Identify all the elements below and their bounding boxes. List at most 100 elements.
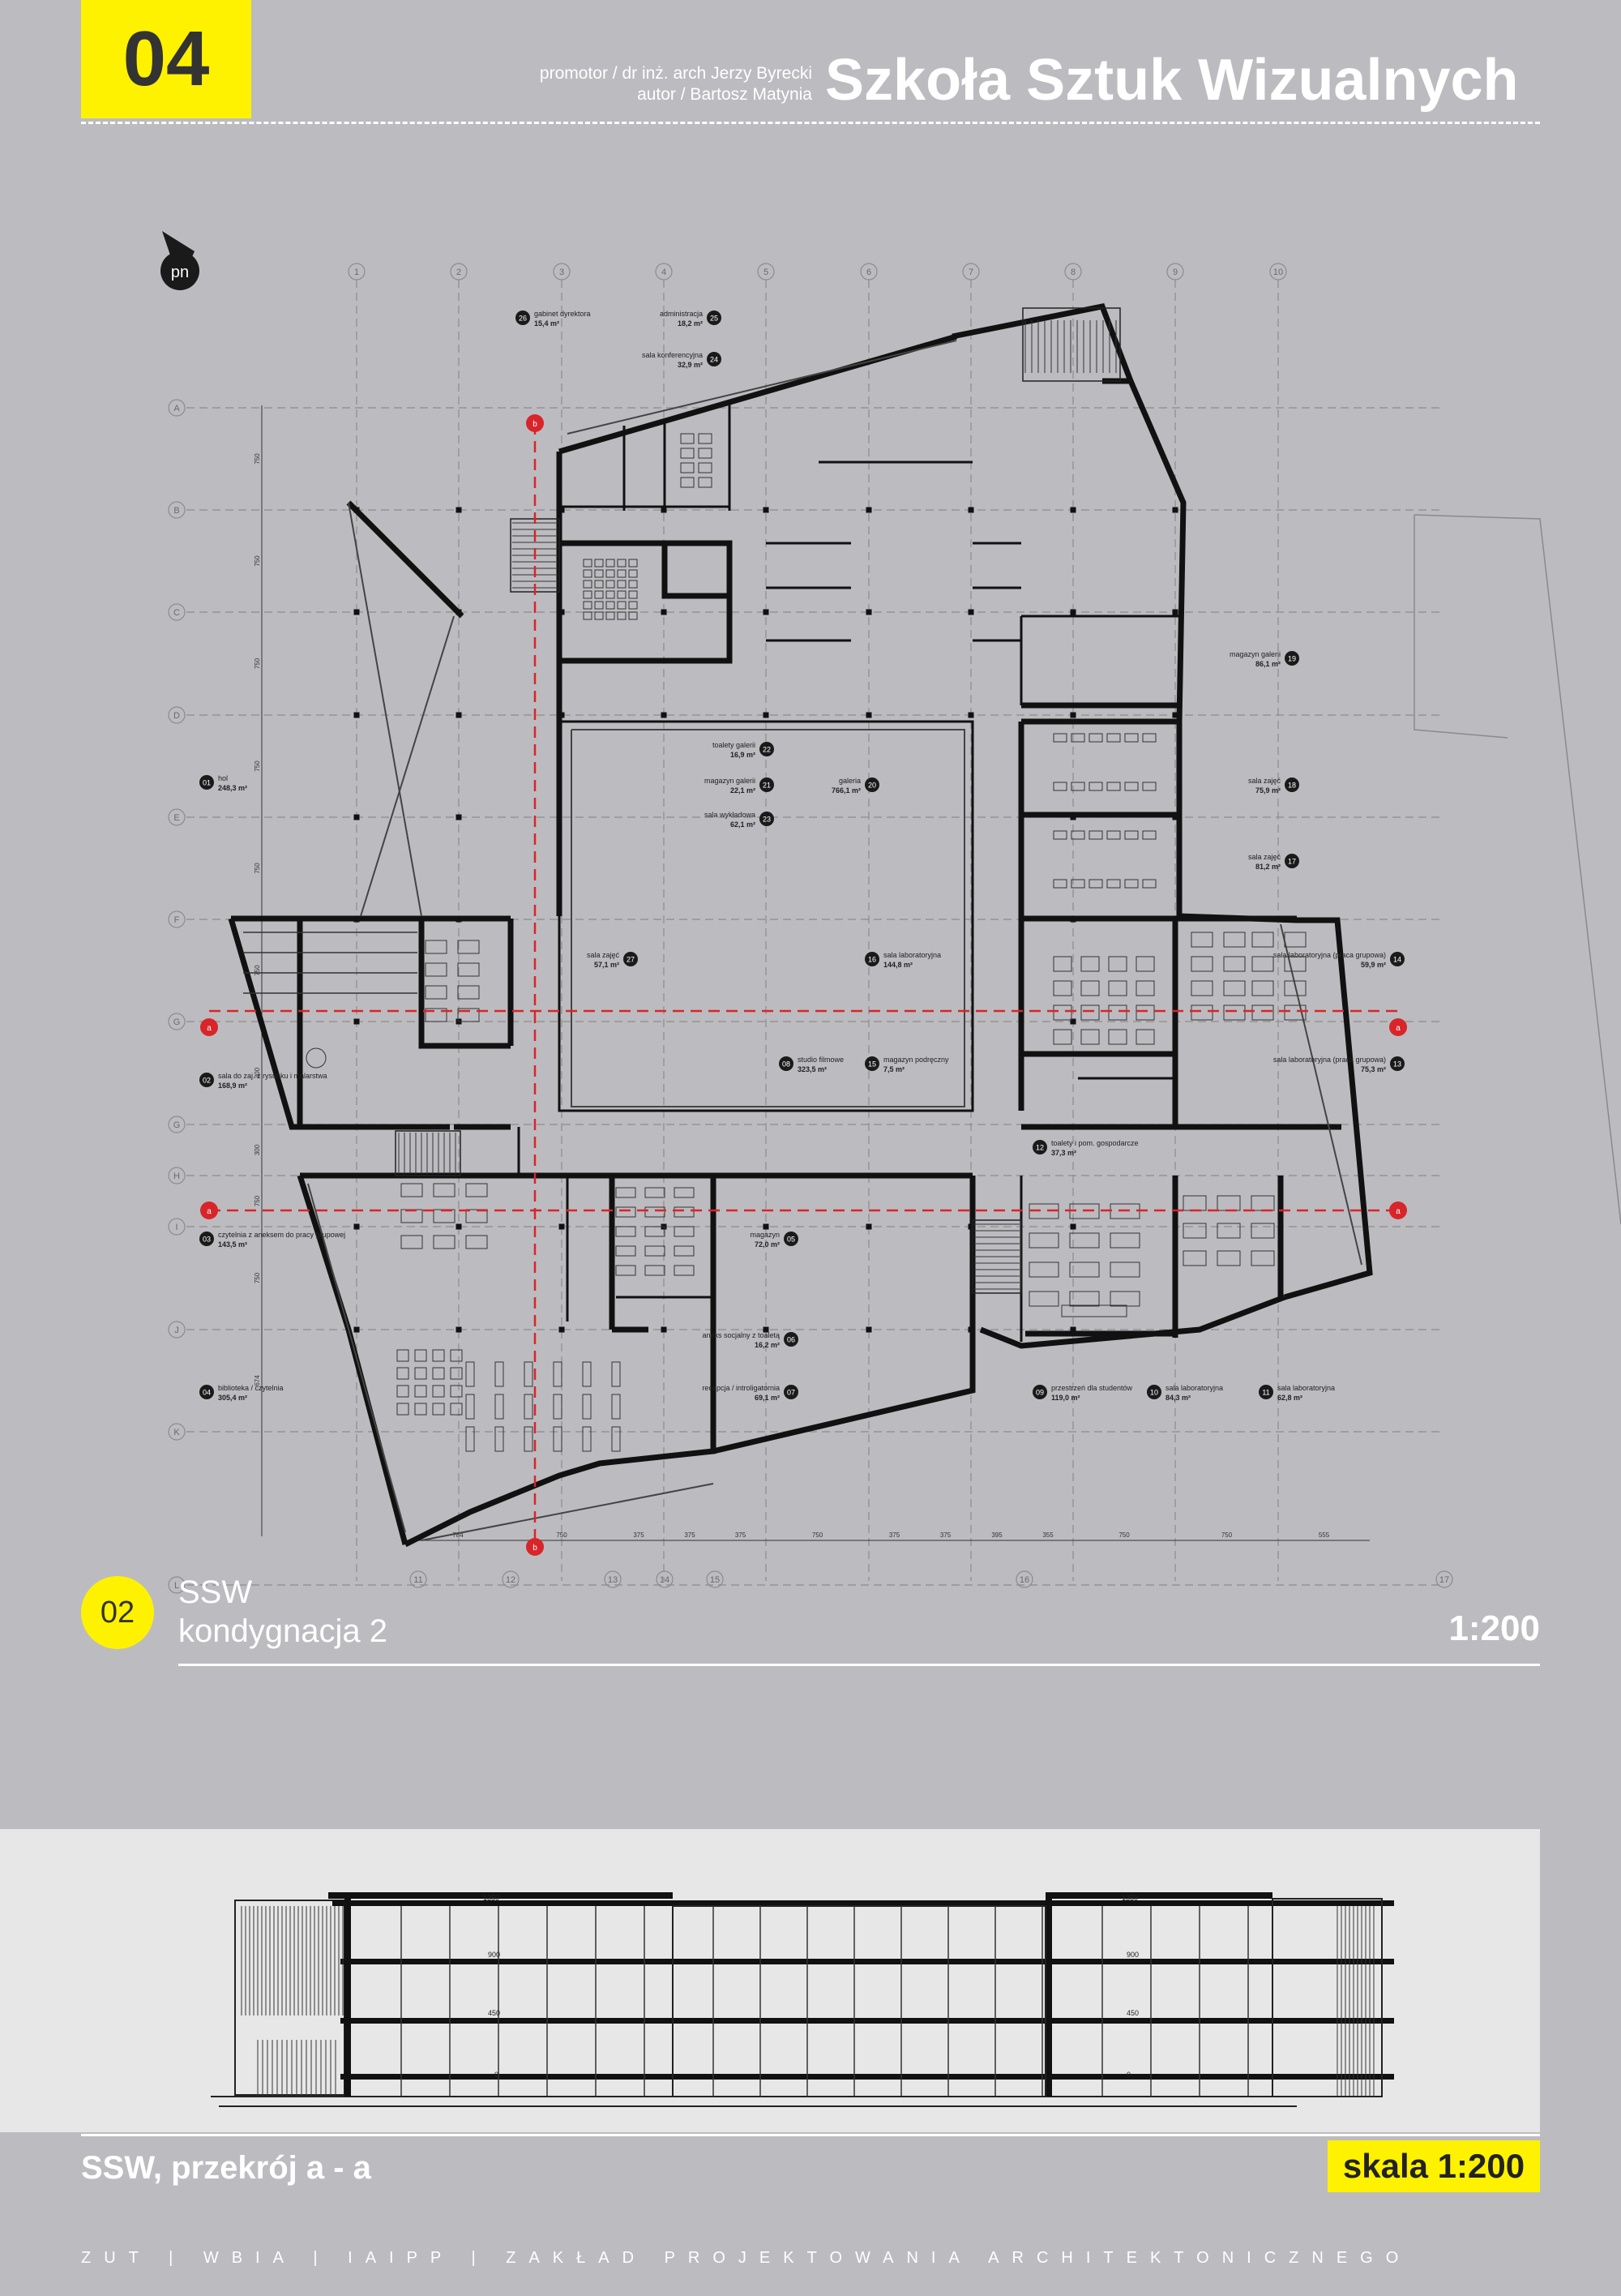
room-label-16: 16 sala laboratoryjna 144,8 m² — [865, 951, 941, 969]
room-name: sala laboratoryjna (praca grupowa) — [1273, 951, 1386, 959]
grid-axis-label: 13 — [608, 1575, 618, 1585]
grid-row-label: B — [173, 506, 179, 516]
room-number: 26 — [519, 315, 527, 323]
grid-row-label: D — [173, 711, 180, 721]
grid-row-label: K — [173, 1428, 180, 1437]
svg-text:900: 900 — [1127, 1951, 1139, 1959]
grid-column-label: 6 — [866, 268, 871, 277]
svg-text:1350: 1350 — [483, 1894, 499, 1902]
room-number: 20 — [868, 782, 876, 790]
room-number: 16 — [868, 956, 876, 964]
grid-axis-label: 15 — [710, 1575, 720, 1585]
room-number: 11 — [1262, 1389, 1269, 1397]
floor-divider — [178, 1664, 1540, 1666]
room-name: magazyn galerii — [1230, 650, 1281, 658]
room-name: sala laboratoryjna (praca grupowa) — [1273, 1056, 1386, 1064]
room-number: 19 — [1288, 655, 1296, 663]
dimension-label: 750 — [254, 965, 261, 976]
room-area: 84,3 m² — [1165, 1394, 1191, 1402]
room-number: 12 — [1036, 1144, 1044, 1152]
section-drawing: 1350 1350 900 900 450 450 0 0 — [211, 1892, 1394, 2107]
room-name: sala zajęć — [587, 951, 620, 959]
dimension-label: 750 — [254, 863, 261, 874]
section-divider — [81, 2134, 1540, 2136]
room-name: sala laboratoryjna — [1277, 1384, 1335, 1392]
svg-text:450: 450 — [488, 2009, 500, 2017]
room-area: 143,5 m² — [218, 1240, 247, 1249]
room-name: sala laboratoryjna — [1165, 1384, 1223, 1392]
grid-axis-label: 14 — [660, 1575, 669, 1585]
section-scale-badge: skala 1:200 — [1328, 2140, 1540, 2192]
neighbour-building-outline — [1414, 514, 1621, 1225]
grid-row-label: G — [173, 1120, 181, 1130]
room-area: 37,3 m² — [1051, 1149, 1076, 1157]
dimension-label: 750 — [1118, 1531, 1130, 1539]
room-name: hol — [218, 774, 228, 782]
room-area: 57,1 m² — [594, 961, 619, 969]
room-name: sala zajęć — [1248, 777, 1281, 785]
floor-badge: 02 — [81, 1576, 154, 1649]
building-walls — [228, 302, 1373, 1548]
promotor-text: promotor / dr inż. arch Jerzy Byrecki — [539, 64, 812, 83]
room-area: 7,5 m² — [883, 1065, 905, 1073]
room-name: sala zajęć — [1248, 853, 1281, 861]
room-area: 168,9 m² — [218, 1082, 247, 1090]
grid-column-label: 1 — [354, 268, 359, 277]
room-area: 75,9 m² — [1255, 786, 1281, 795]
dimension-label: 375 — [684, 1531, 695, 1539]
section-mullions — [400, 1906, 1249, 2097]
room-area: 144,8 m² — [883, 961, 913, 969]
room-number: 07 — [787, 1389, 795, 1397]
svg-text:0: 0 — [1127, 2071, 1131, 2079]
section-louvres — [241, 1906, 1375, 2097]
room-number: 08 — [782, 1060, 790, 1069]
room-name: magazyn galerii — [704, 777, 755, 785]
grid-column-label: 3 — [559, 268, 564, 277]
room-number: 01 — [203, 779, 211, 787]
grid-row-label: H — [173, 1172, 180, 1181]
dimension-label: 300 — [254, 1144, 261, 1155]
room-number: 05 — [787, 1236, 795, 1244]
grid-row-label: G — [173, 1017, 181, 1027]
room-area: 15,4 m² — [534, 319, 559, 328]
svg-text:a: a — [1396, 1207, 1401, 1216]
grid-axis-label: 11 — [413, 1575, 422, 1585]
section-marker-labels: b b a a a a — [207, 420, 1401, 1553]
room-number: 17 — [1288, 858, 1296, 866]
room-area: 16,9 m² — [730, 751, 755, 759]
grid-axis-label: 16 — [1020, 1575, 1029, 1585]
dimension-label: 750 — [254, 1272, 261, 1283]
dimension-label: 674 — [254, 1375, 261, 1386]
svg-text:1350: 1350 — [1122, 1894, 1138, 1902]
author-text: autor / Bartosz Matynia — [637, 85, 812, 104]
room-name: sala laboratoryjna — [883, 951, 941, 959]
grid-row-label: C — [173, 608, 180, 618]
room-name: administracja — [660, 310, 703, 318]
dimension-label: 750 — [812, 1531, 823, 1539]
main-title: Szkoła Sztuk Wizualnych — [825, 48, 1519, 113]
room-number: 18 — [1288, 782, 1296, 790]
room-name: czytelnia z aneksem do pracy grupowej — [218, 1231, 345, 1239]
room-area: 22,1 m² — [730, 786, 755, 795]
room-name: magazyn — [750, 1231, 780, 1239]
room-area: 16,2 m² — [755, 1341, 780, 1349]
staircases — [395, 307, 1121, 1294]
dimension-label: 784 — [452, 1531, 464, 1539]
level-marks: 1350 1350 900 900 450 450 0 0 — [483, 1894, 1139, 2079]
room-number: 24 — [710, 356, 718, 364]
